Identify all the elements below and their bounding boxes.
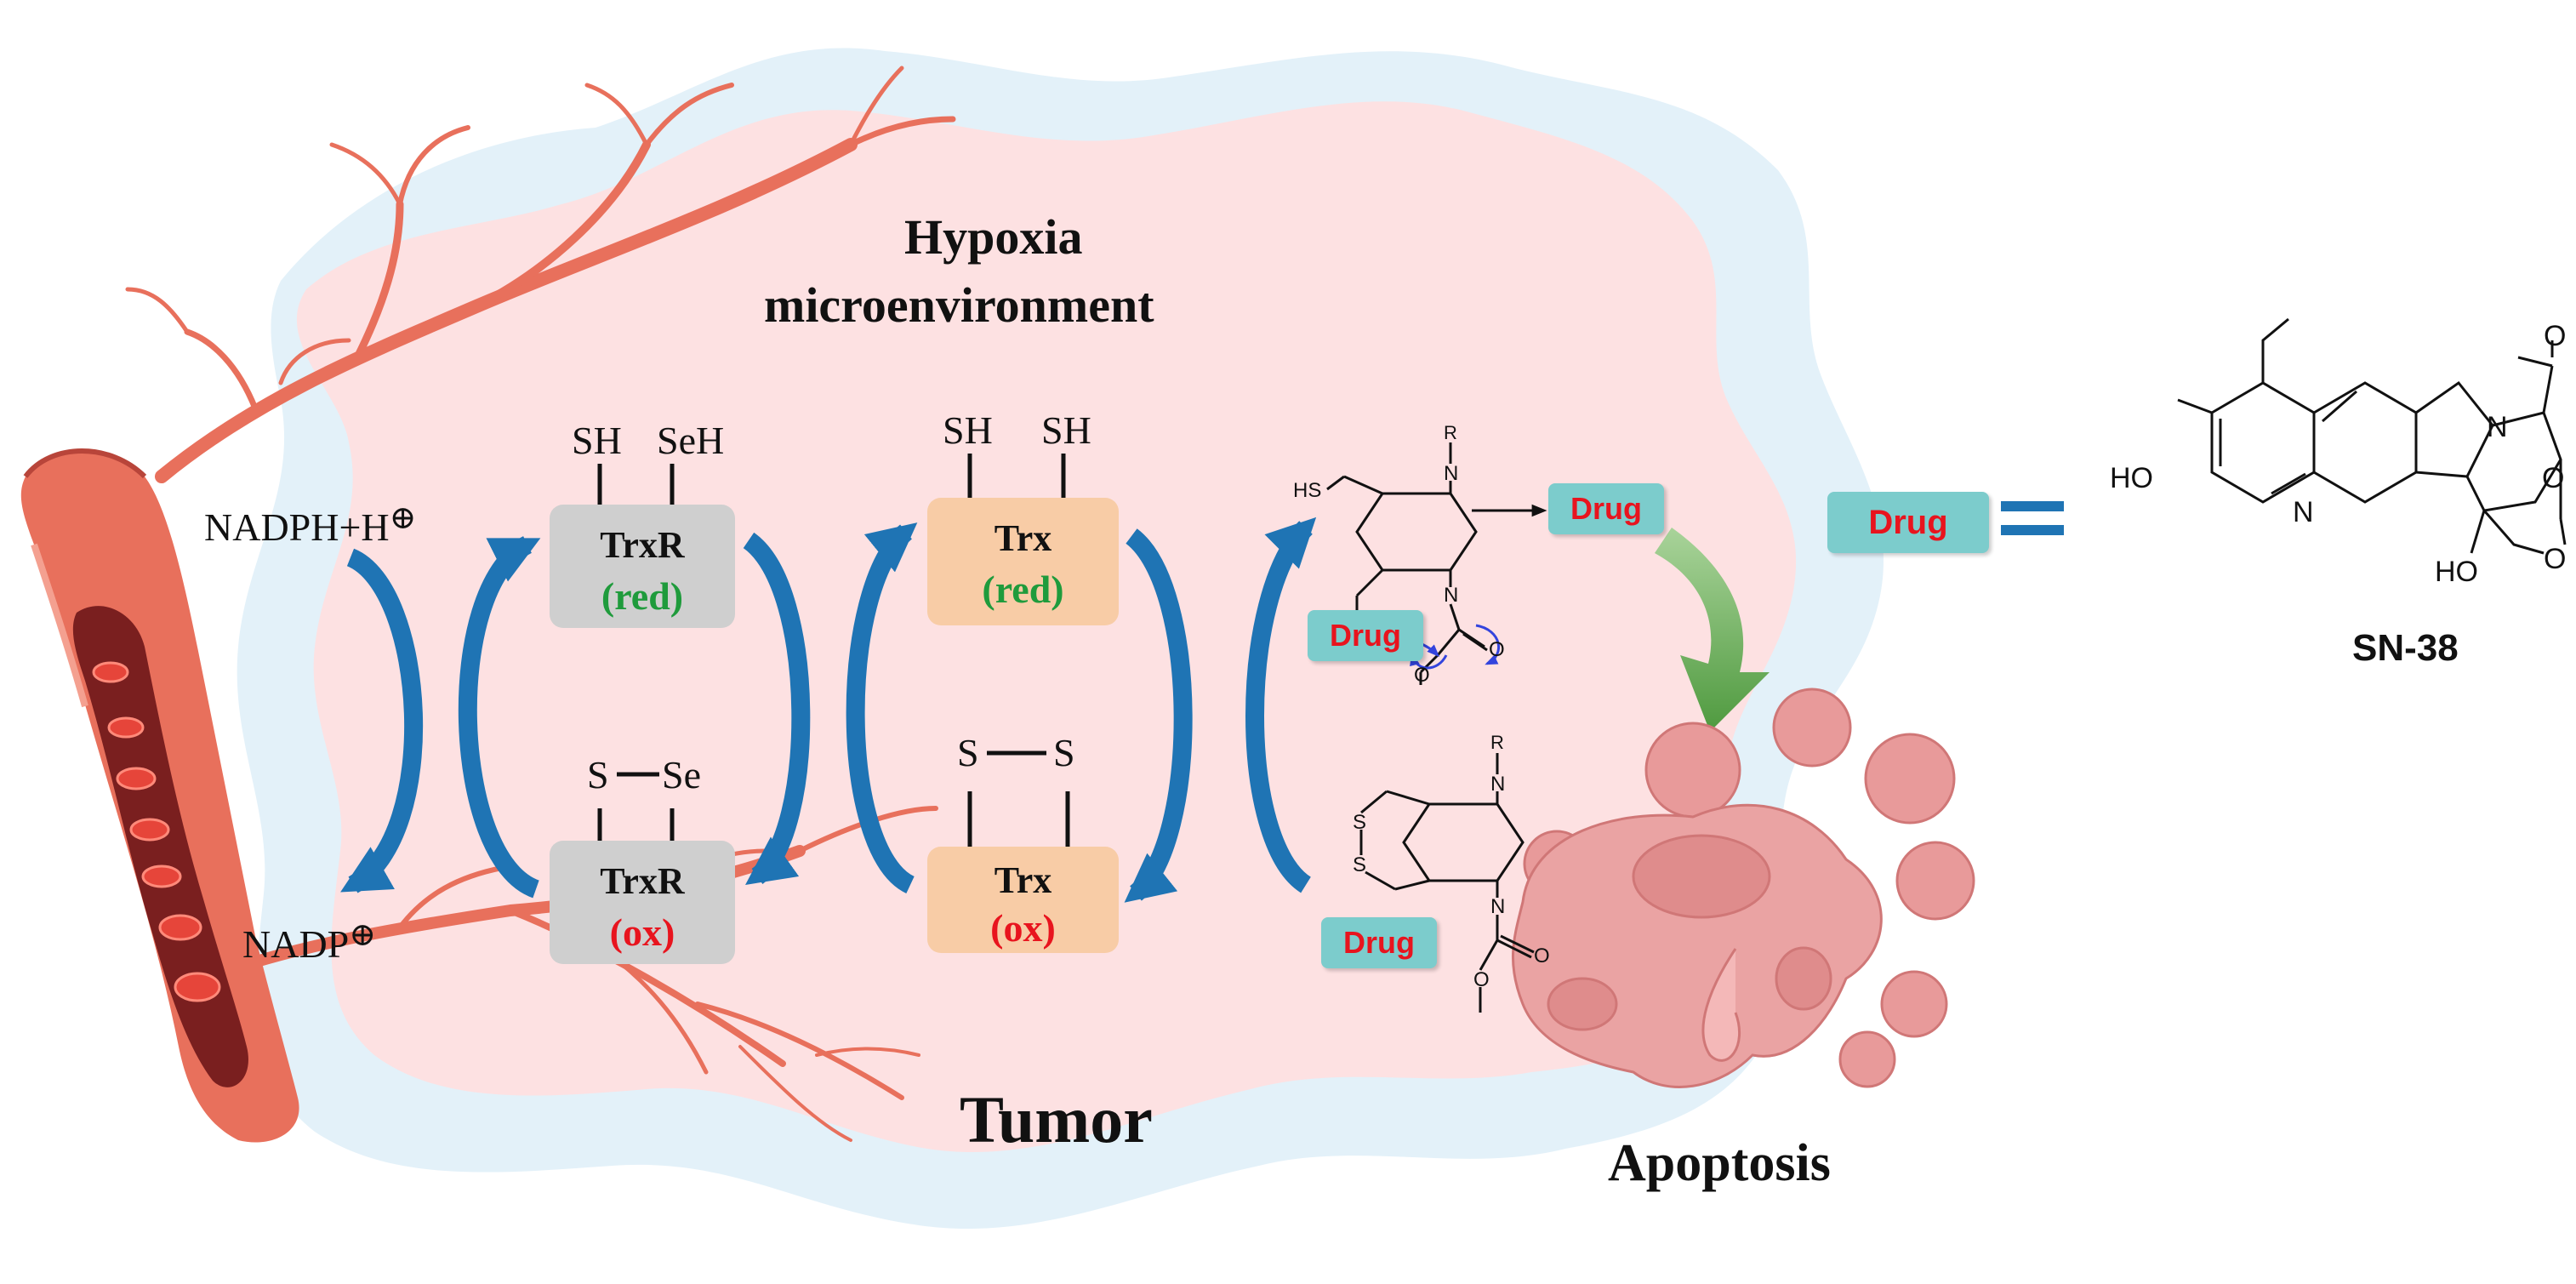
prodrug-top-structure: [1326, 442, 1488, 685]
prodrug-bottom-r: R: [1490, 732, 1504, 753]
nadp-text: NADP: [242, 922, 350, 966]
prodrug-bottom-n2: N: [1490, 895, 1506, 918]
trx-red-box: [927, 498, 1119, 625]
sn38-ho1: HO: [2110, 462, 2153, 494]
trxr-ox-atom2: Se: [662, 753, 701, 796]
prodrug-bottom-drug-box: Drug: [1321, 917, 1437, 968]
sn38-o1: O: [2544, 320, 2567, 352]
trxr-red-state: (red): [601, 574, 684, 618]
trxr-red-box: [550, 505, 735, 628]
prodrug-top-r: R: [1444, 422, 1457, 443]
trxr-ox: TrxR (ox): [550, 841, 735, 964]
prodrug-bottom-s2: S: [1353, 853, 1367, 876]
nadph-text: NADPH+H: [204, 505, 390, 549]
sn38-o2: O: [2542, 462, 2565, 494]
trxr-ox-box: [550, 841, 735, 964]
trx-red: Trx (red): [927, 498, 1119, 625]
blood-vessel: [20, 448, 299, 1143]
prodrug-bottom-o2: O: [1473, 968, 1490, 991]
trx-ox-box: [927, 847, 1119, 953]
prodrug-top-drug-box: Drug: [1308, 610, 1423, 661]
green-arrow: [1655, 528, 1770, 732]
sn38-structure: [2177, 317, 2567, 555]
trx-ox-atom1: S: [957, 731, 979, 774]
title-line2: microenvironment: [764, 277, 1154, 333]
trx-red-group1: SH: [943, 408, 993, 452]
apoptosis-label: Apoptosis: [1608, 1134, 1831, 1192]
prodrug-top-hs: HS: [1293, 479, 1322, 502]
trxr-red: TrxR (red): [550, 505, 735, 628]
sn38-o3: O: [2544, 543, 2567, 575]
sn38-ho2: HO: [2435, 556, 2478, 588]
prodrug-top-n1: N: [1444, 462, 1459, 485]
prodrug-top-n2: N: [1444, 584, 1459, 607]
trxr-red-group1: SH: [572, 419, 622, 462]
cycle-arrows: [340, 516, 1317, 903]
trxr-red-name: TrxR: [600, 524, 685, 566]
trx-red-group2: SH: [1041, 408, 1091, 452]
prodrug-bottom-s1: S: [1353, 811, 1367, 834]
trxr-ox-state: (ox): [609, 910, 675, 954]
trx-ox: Trx (ox): [927, 847, 1119, 953]
prodrug-bottom-structure: [1359, 753, 1535, 1013]
equals-sign-top: [2001, 501, 2064, 511]
legend-drug-box: Drug: [1827, 492, 1989, 553]
prodrug-top-o1: O: [1489, 638, 1505, 661]
title-line1: Hypoxia: [904, 209, 1083, 265]
tumor-label: Tumor: [960, 1082, 1153, 1156]
released-drug-box: Drug: [1548, 483, 1664, 534]
sn38-n1: N: [2293, 496, 2314, 528]
prodrug-top-o2: O: [1414, 664, 1430, 687]
trx-red-name: Trx: [994, 517, 1052, 559]
nadph-label: NADPH+H⊕: [204, 502, 416, 547]
nadp-label: NADP⊕: [242, 919, 376, 964]
trxr-red-group2: SeH: [657, 419, 725, 462]
trxr-ox-name: TrxR: [600, 860, 685, 902]
trx-ox-name: Trx: [994, 859, 1052, 901]
prodrug-bottom-n1: N: [1490, 773, 1506, 796]
equals-sign-bottom: [2001, 525, 2064, 535]
sn38-n2: N: [2487, 411, 2508, 443]
nadph-charge: ⊕: [389, 500, 417, 536]
trx-ox-state: (ox): [990, 906, 1056, 950]
trx-red-state: (red): [982, 568, 1064, 611]
apoptotic-cells: [1511, 688, 1975, 1088]
nadp-charge: ⊕: [349, 917, 377, 953]
prodrug-bottom-o1: O: [1534, 944, 1550, 967]
trx-ox-atom2: S: [1053, 731, 1075, 774]
trxr-ox-atom1: S: [587, 753, 609, 796]
sn38-name: SN-38: [2352, 627, 2459, 669]
